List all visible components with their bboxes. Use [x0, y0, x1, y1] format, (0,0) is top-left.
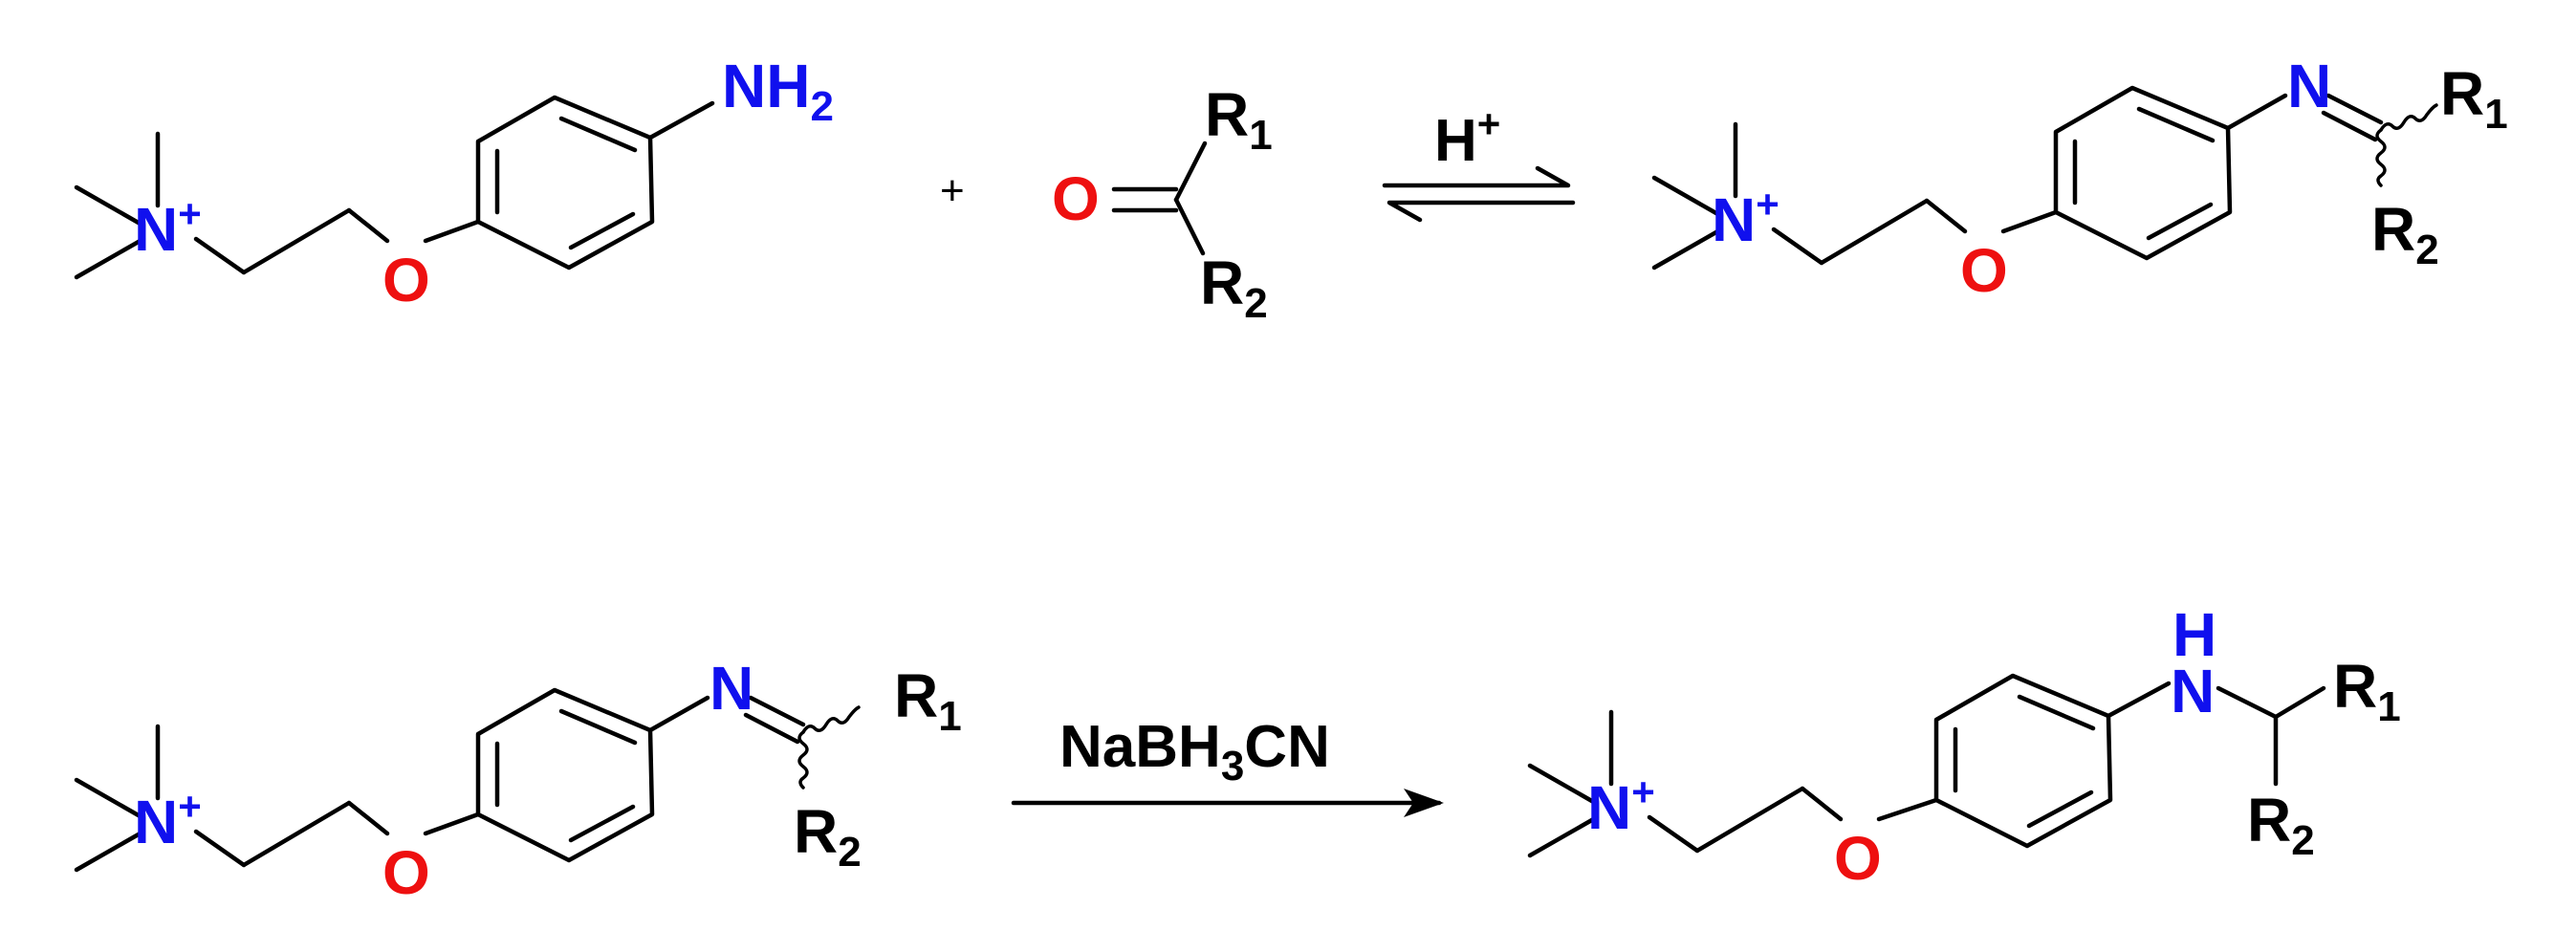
ketone-r2-label: R2 [1200, 249, 1268, 327]
plus-sign: + [940, 167, 965, 214]
acid-catalyst-label: H+ [1434, 101, 1500, 174]
ether-o-label: O [1834, 824, 1882, 893]
sec-amine-h-label: H [2172, 600, 2216, 669]
reductant-label: NaBH3CN [1059, 714, 1330, 790]
ether-o-label: O [382, 838, 430, 907]
ammonium-n-label: N+ [134, 191, 202, 264]
ether-o-label: O [382, 246, 430, 314]
sec-amine-n-label: N [2171, 657, 2215, 725]
imine-r1-label: R1 [2440, 59, 2508, 138]
reduction-arrow: NaBH3CN [1011, 714, 1444, 817]
amine-nh2-label: NH2 [722, 52, 834, 130]
imine-r2-label: R2 [794, 797, 862, 876]
ammonium-n-label: N+ [134, 784, 202, 856]
molecule-aminophenoxy-choline: N+ O NH2 [74, 52, 834, 314]
imine-r2-label: R2 [2371, 195, 2439, 273]
arrowhead [1404, 789, 1444, 817]
ammonium-n-label: N+ [1712, 182, 1779, 254]
carbonyl-o-label: O [1052, 164, 1100, 233]
ammonium-n-label: N+ [1587, 769, 1655, 842]
molecule-imine-product: N+ O N R1 R2 [1651, 52, 2508, 305]
molecule-carbonyl: O R1 R2 [1052, 80, 1273, 327]
molecule-secondary-amine-product: N+ O H N R1 R2 [1527, 600, 2401, 893]
ketone-r1-label: R1 [1205, 80, 1273, 159]
equilibrium-arrow: H+ [1382, 101, 1576, 223]
imine-r1-label: R1 [894, 661, 962, 740]
imine-n-label: N [709, 654, 753, 723]
product-r1-label: R1 [2333, 652, 2401, 730]
ether-o-label: O [1960, 236, 2008, 305]
imine-n-label: N [2287, 52, 2331, 120]
molecule-imine-intermediate: N+ O N R1 R2 [74, 654, 962, 907]
product-r2-label: R2 [2247, 786, 2315, 864]
